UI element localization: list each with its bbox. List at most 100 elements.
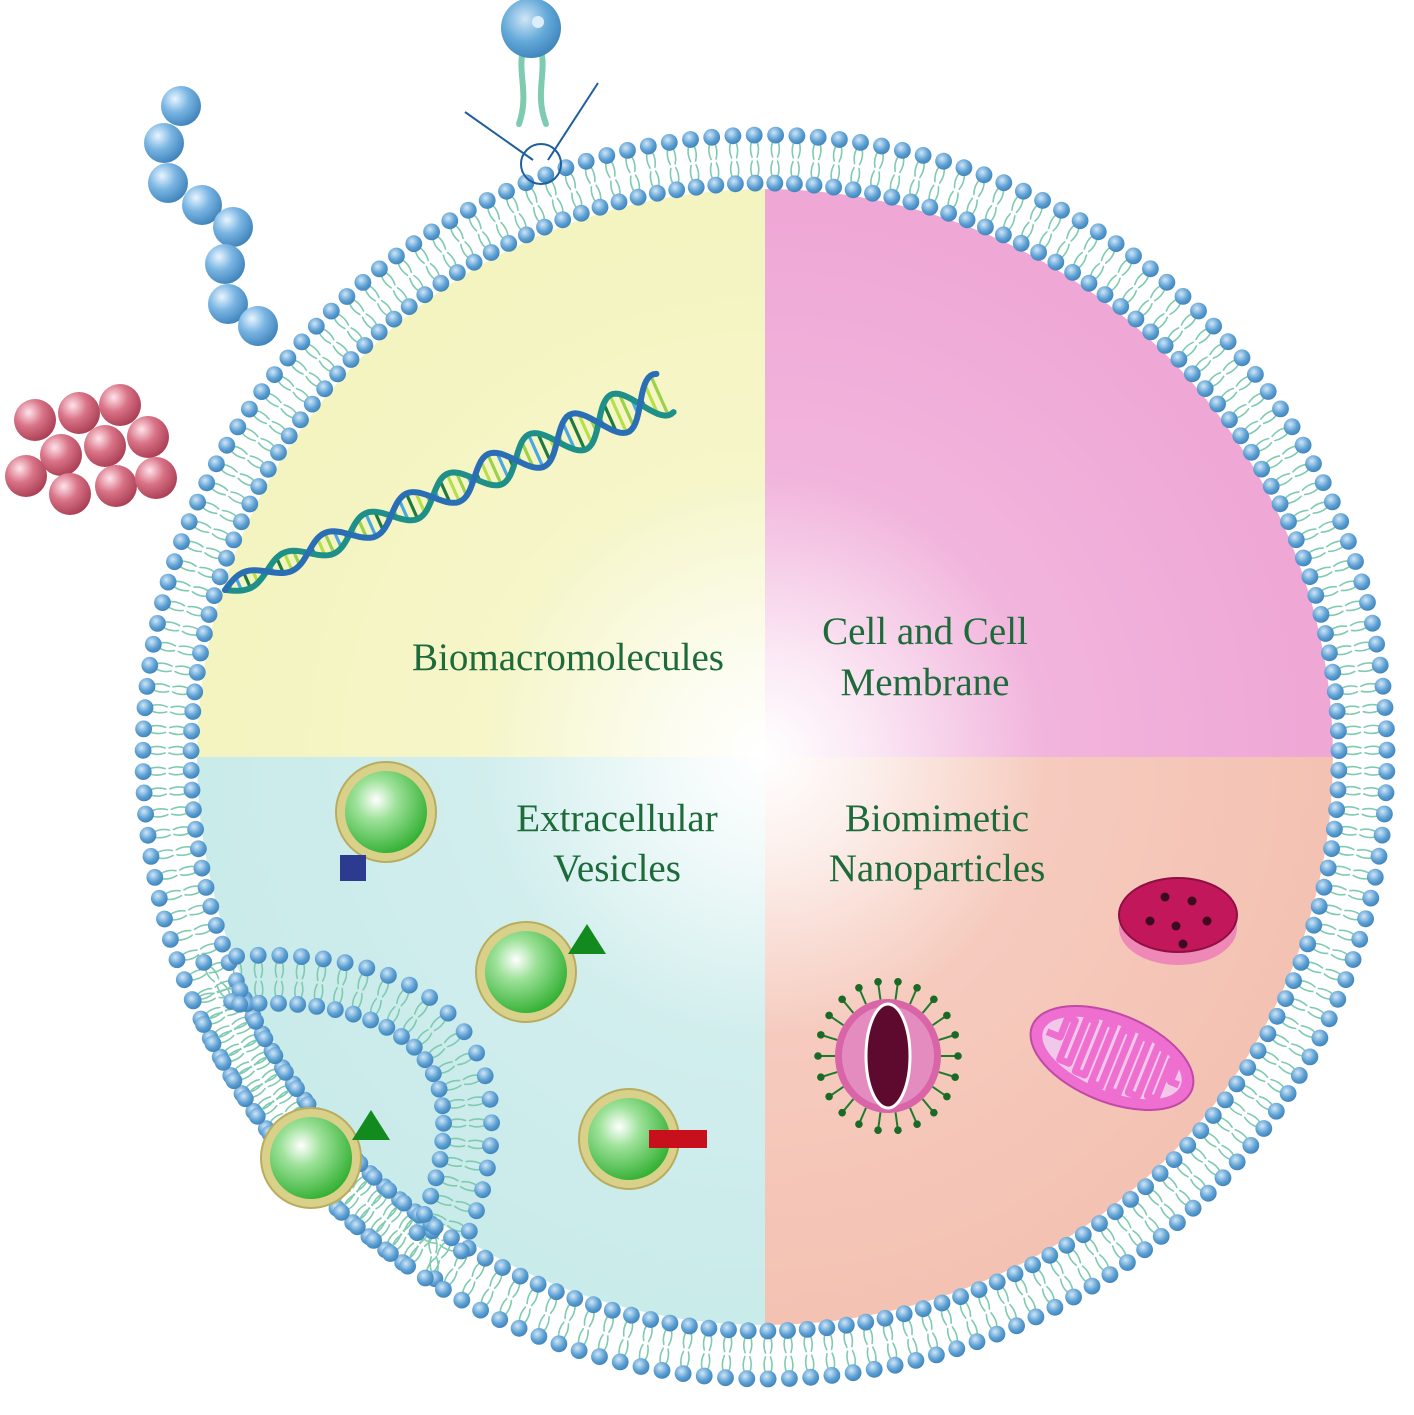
lipid-head [1332, 513, 1350, 530]
lipid-head [228, 947, 246, 965]
lipid-head [1370, 847, 1388, 865]
lipid-head [277, 1064, 294, 1081]
lipid-head [482, 244, 500, 261]
lipid-head [660, 134, 678, 151]
lipid-head [188, 664, 206, 681]
label-biomacromolecules: Biomacromolecules [412, 636, 724, 679]
lipid-head [138, 678, 156, 695]
lipid-head [154, 594, 171, 611]
lipid-head [405, 1038, 423, 1056]
lipid-head [1314, 474, 1332, 491]
lipid-head [182, 762, 200, 779]
lipid-head [435, 1281, 452, 1298]
lipid-head [1344, 951, 1362, 968]
lipid-head [895, 1305, 913, 1323]
lipid-head [136, 699, 154, 717]
nanoparticle [99, 384, 141, 426]
lipid-head [975, 166, 993, 184]
lipid-head [995, 174, 1013, 192]
lipid-head [610, 193, 628, 211]
lipid-head [253, 383, 271, 400]
lipid-head [385, 310, 403, 328]
lipid-head [1170, 350, 1188, 368]
lipid-head [1196, 380, 1214, 397]
lipid-head [180, 513, 198, 531]
polymer-bead [148, 163, 188, 203]
lipid-head [173, 533, 190, 550]
lipid-head [914, 147, 932, 164]
lipid-head [271, 947, 289, 964]
lipid-head [468, 1202, 485, 1220]
lipid-head [873, 137, 890, 155]
nanoparticle [49, 473, 91, 515]
lipid-head [380, 967, 397, 984]
lipid-head [1080, 274, 1098, 292]
lipid-head [1259, 1025, 1277, 1043]
lipid-head [1158, 273, 1176, 291]
lipid-head [1330, 761, 1348, 779]
lipid-head [695, 1367, 713, 1385]
lipid-head [431, 1151, 449, 1168]
lipid-head [208, 455, 225, 473]
lipid-head [266, 1047, 284, 1065]
lipid-bilayer-membrane [134, 126, 1396, 1388]
lipid-head [308, 998, 326, 1015]
lipid-head [598, 147, 616, 164]
lipid-head [977, 218, 994, 236]
lipid-head [1279, 1085, 1297, 1102]
lipid-head [1364, 614, 1381, 632]
label-extracellular-line2: Vesicles [553, 847, 681, 890]
nanoparticle [135, 457, 177, 499]
lipid-head [197, 879, 215, 896]
lipid-head [416, 1206, 433, 1223]
lipid-head [293, 333, 311, 351]
lipid-head [1219, 333, 1237, 351]
lipid-head [788, 127, 806, 145]
lipid-head [1053, 201, 1070, 219]
lipid-head [434, 1132, 452, 1150]
lipid-head [342, 351, 360, 368]
lipid-head [434, 1097, 451, 1115]
lipid-head [293, 948, 310, 965]
lipid-head [292, 411, 309, 429]
lipid-head [193, 859, 211, 877]
lipid-head [1294, 436, 1312, 454]
lipid-head [479, 1159, 496, 1177]
lipid-head [759, 1322, 777, 1340]
lipid-head [1329, 781, 1347, 799]
lipid-head [316, 380, 334, 398]
lipid-head [200, 606, 218, 623]
lipid-head [1323, 493, 1341, 511]
lipid-head [146, 869, 164, 886]
lipid-head [1319, 859, 1337, 877]
lipid-head [572, 204, 590, 222]
lipid-head [1221, 411, 1238, 429]
lipid-head [707, 176, 725, 194]
lipid-head [1047, 253, 1065, 271]
lipid-head [1324, 663, 1342, 681]
lipid-head [175, 971, 193, 989]
lipid-head [547, 1283, 565, 1301]
lipid-head [1305, 916, 1323, 934]
lipid-head [805, 176, 823, 194]
lipid-head [168, 951, 186, 969]
lipid-head [1142, 260, 1159, 278]
label-extracellular-line1: Extracellular [516, 797, 717, 840]
lipid-head [184, 992, 202, 1010]
polymer-bead [205, 244, 245, 284]
lipid-head [1277, 990, 1294, 1007]
lipid-head [661, 1314, 679, 1332]
lipid-head [288, 1080, 305, 1097]
lipid-head [536, 218, 553, 236]
lipid-head [1295, 549, 1312, 567]
lipid-head [724, 127, 742, 145]
lipid-head [674, 1365, 692, 1382]
lipid-head [435, 1114, 452, 1132]
lipid-head [500, 235, 518, 252]
lipid-head [149, 615, 166, 632]
lipid-head [380, 1182, 398, 1199]
lipid-head [183, 722, 201, 740]
lipid-head [1204, 1107, 1222, 1124]
polymer-chain-icon [144, 86, 278, 346]
